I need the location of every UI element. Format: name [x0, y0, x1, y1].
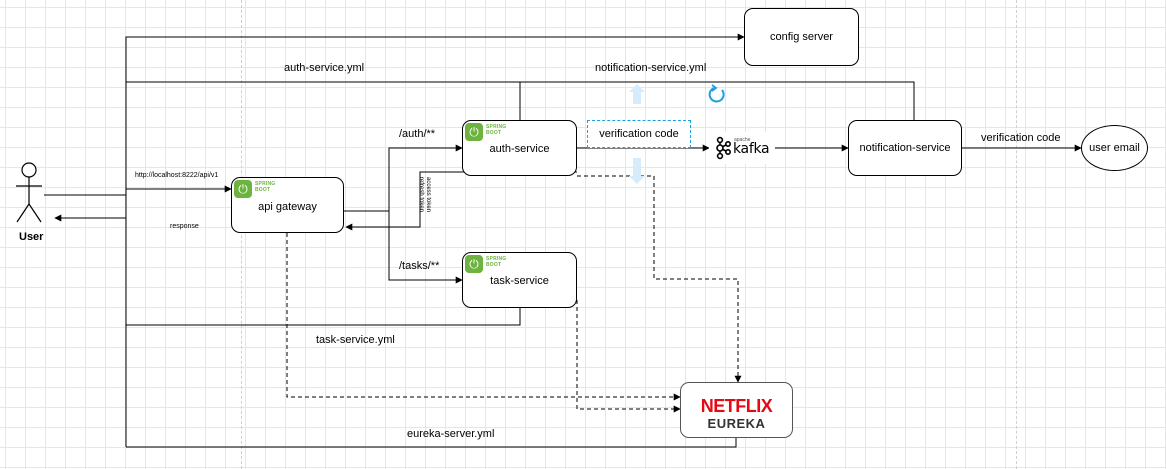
config-server-label: config server	[770, 31, 833, 43]
token-line	[345, 171, 577, 231]
config-line	[125, 33, 745, 447]
power-icon: ⏻	[465, 123, 483, 141]
auth-config-line	[126, 81, 521, 120]
url-label: http://localhost:8222/api/v1	[135, 172, 219, 179]
refresh-token-label: refresh token	[418, 177, 424, 213]
eureka-config-line	[126, 438, 737, 448]
flow-down-arrow	[629, 158, 645, 184]
eureka-yml-label: eureka-server.yml	[407, 428, 495, 440]
power-icon: ⏻	[465, 255, 483, 273]
guide-line	[241, 0, 242, 469]
auth-yml-label: auth-service.yml	[284, 62, 365, 74]
notification-config-line	[520, 81, 915, 120]
kafka-logo[interactable]: apache kafka	[709, 132, 775, 164]
response-label: response	[170, 223, 199, 230]
notification-service-label: notification-service	[859, 142, 951, 154]
user-email-label: user email	[1089, 142, 1140, 154]
tasks-route-label: /tasks/**	[399, 260, 440, 272]
task-eureka-line	[576, 300, 681, 413]
verification-code-label: verification code	[599, 128, 679, 140]
flow-up-arrow	[629, 84, 645, 104]
guide-line	[1016, 0, 1017, 469]
auth-route-label: /auth/**	[399, 128, 436, 140]
power-icon: ⏻	[234, 180, 252, 198]
user-actor-icon	[16, 162, 42, 223]
kafka-icon	[716, 136, 732, 160]
route-task-line	[388, 211, 463, 284]
verification-code-node[interactable]: verification code	[587, 120, 691, 148]
spring-text: SPRING	[255, 181, 276, 187]
spring-text: SPRING	[486, 124, 507, 130]
notification-yml-label: notification-service.yml	[595, 62, 707, 74]
access-token-label: access token	[425, 177, 431, 213]
eureka-server-node[interactable]: NETFLIX EUREKA	[680, 382, 793, 438]
auth-eureka-line	[577, 175, 742, 383]
boot-text: BOOT	[486, 262, 502, 268]
auth-service-label: auth-service	[489, 143, 550, 155]
spring-text: SPRING	[486, 256, 507, 262]
kafka-label: kafka	[733, 141, 770, 157]
eureka-logo-text: EUREKA	[707, 416, 766, 431]
kafka-small-label: apache	[734, 137, 751, 143]
response-line	[54, 207, 127, 222]
gateway-eureka-line	[286, 233, 681, 401]
task-config-line	[126, 307, 521, 326]
task-yml-label: task-service.yml	[316, 334, 395, 346]
task-service-label: task-service	[490, 275, 549, 287]
request-line	[44, 185, 232, 196]
api-gateway-label: api gateway	[258, 201, 317, 213]
config-server-node[interactable]: config server	[744, 8, 859, 66]
netflix-logo-text: NETFLIX	[700, 396, 773, 416]
route-auth-line	[344, 144, 463, 212]
user-email-node[interactable]: user email	[1081, 125, 1148, 171]
refresh-icon	[708, 84, 725, 103]
notification-service-node[interactable]: notification-service	[848, 120, 962, 176]
verification-code-out-label: verification code	[981, 132, 1061, 144]
boot-text: BOOT	[255, 187, 271, 193]
boot-text: BOOT	[486, 130, 502, 136]
user-label: User	[19, 231, 44, 243]
